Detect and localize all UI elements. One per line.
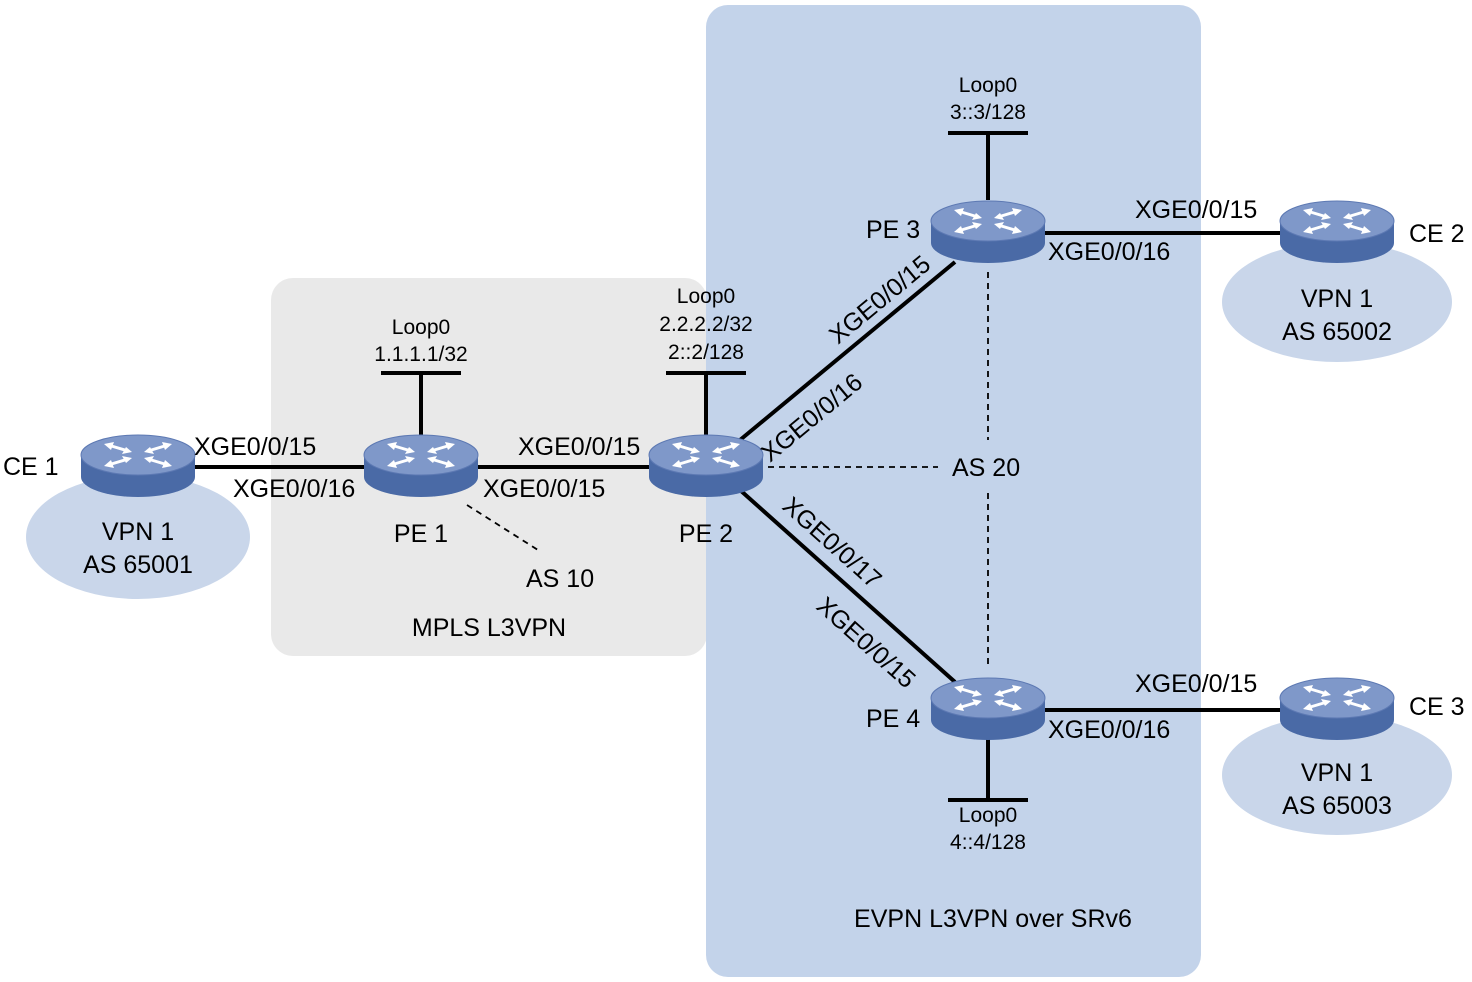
if-ce1-pe1: XGE0/0/15 (194, 433, 316, 461)
pe2-loop-label: Loop0 (677, 285, 735, 308)
link-pe2-pe4 (738, 488, 957, 684)
if-ce2-pe3: XGE0/0/15 (1135, 196, 1257, 224)
pe1-loop-label: Loop0 (392, 316, 450, 339)
pe2-loop-addr2: 2::2/128 (668, 341, 744, 364)
pe2-name: PE 2 (679, 520, 733, 548)
ce2-name: CE 2 (1409, 220, 1465, 248)
pe4-loop-addr: 4::4/128 (950, 831, 1026, 854)
evpn-region (706, 5, 1201, 977)
pe3-name: PE 3 (866, 216, 920, 244)
ce1-as: AS 65001 (83, 551, 193, 579)
router-pe1 (362, 433, 480, 499)
pe2-loop-addr1: 2.2.2.2/32 (659, 313, 752, 336)
ce1-name: CE 1 (3, 453, 59, 481)
pe4-loop-label: Loop0 (959, 804, 1017, 827)
ce1-vpn: VPN 1 (102, 518, 174, 546)
pe4-name: PE 4 (866, 705, 920, 733)
ce3-name: CE 3 (1409, 693, 1465, 721)
as20-label: AS 20 (952, 454, 1020, 482)
router-ce3 (1278, 676, 1396, 742)
router-ce2 (1278, 199, 1396, 265)
link-pe2-pe3 (738, 260, 957, 442)
ce2-as: AS 65002 (1282, 318, 1392, 346)
ce3-vpn: VPN 1 (1301, 759, 1373, 787)
if-pe1-pe2: XGE0/0/15 (483, 475, 605, 503)
router-ce1 (79, 433, 197, 499)
as10-pointer (466, 504, 539, 551)
pe3-loop-addr: 3::3/128 (950, 101, 1026, 124)
pe1-loop-addr: 1.1.1.1/32 (374, 343, 467, 366)
evpn-region-label: EVPN L3VPN over SRv6 (854, 905, 1132, 933)
if-pe4-ce3: XGE0/0/16 (1048, 716, 1170, 744)
if-pe3-ce2: XGE0/0/16 (1048, 238, 1170, 266)
if-pe2-pe1: XGE0/0/15 (518, 433, 640, 461)
as10-label: AS 10 (526, 565, 594, 593)
router-pe3 (929, 199, 1047, 265)
router-pe2 (647, 433, 765, 499)
ce2-vpn: VPN 1 (1301, 285, 1373, 313)
pe3-loop-label: Loop0 (959, 74, 1017, 97)
if-pe1-ce1: XGE0/0/16 (233, 475, 355, 503)
if-ce3-pe4: XGE0/0/15 (1135, 670, 1257, 698)
pe1-name: PE 1 (394, 520, 448, 548)
ce3-as: AS 65003 (1282, 792, 1392, 820)
vpn-ellipse-ce3 (1222, 715, 1452, 835)
router-pe4 (929, 676, 1047, 742)
vpn-ellipse-ce2 (1222, 242, 1452, 362)
mpls-region-label: MPLS L3VPN (412, 614, 566, 642)
vpn-ellipse-ce1 (26, 475, 250, 599)
